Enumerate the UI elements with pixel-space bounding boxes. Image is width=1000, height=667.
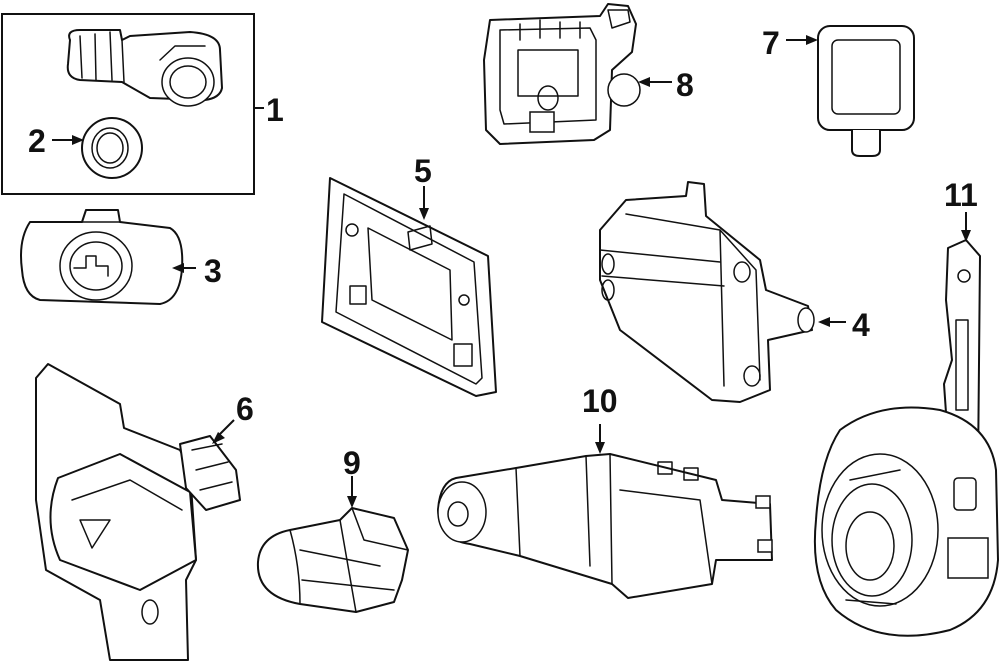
callout-6-arrowhead <box>212 432 225 444</box>
part-3-sensor-bracket: 3 <box>20 209 222 305</box>
callout-10-arrowhead <box>595 442 605 454</box>
callout-8-arrowhead <box>638 77 650 87</box>
callout-5-arrowhead <box>419 208 429 220</box>
callout-11: 11 <box>944 177 978 213</box>
callout-4-arrowhead <box>818 317 830 327</box>
callout-6-leader <box>219 419 235 435</box>
callout-8: 8 <box>676 67 694 103</box>
parking-sensor-icon <box>66 29 223 107</box>
callout-5: 5 <box>414 153 432 189</box>
part-8-camera-bracket: 8 <box>483 3 694 145</box>
retainer-ring-icon <box>81 117 143 179</box>
part-9-rear-camera: 9 <box>256 445 409 613</box>
callout-4: 4 <box>852 307 870 343</box>
part-10-control-unit: 10 <box>437 383 773 599</box>
callout-2-arrowhead <box>72 135 84 145</box>
callout-6: 6 <box>236 391 254 427</box>
callout-10: 10 <box>582 383 618 419</box>
part-5-module-bracket: 5 <box>321 153 497 397</box>
part-1-assembly: 1 2 <box>1 13 284 195</box>
part-11-clock-spring-bracket: 11 <box>813 177 999 637</box>
part-6-camera-mount: 6 <box>35 363 254 661</box>
callout-7-arrowhead <box>806 35 818 45</box>
callout-2: 2 <box>28 123 46 159</box>
assembly-box <box>1 13 255 195</box>
callout-3: 3 <box>204 253 222 289</box>
callout-1: 1 <box>266 92 284 128</box>
callout-9-arrowhead <box>347 496 357 508</box>
callout-7: 7 <box>762 25 780 61</box>
part-7-camera-module: 7 <box>762 25 915 157</box>
callout-11-arrowhead <box>961 230 971 242</box>
part-4-radar-module: 4 <box>599 181 870 403</box>
callout-3-arrowhead <box>172 263 184 273</box>
callout-9: 9 <box>343 445 361 481</box>
